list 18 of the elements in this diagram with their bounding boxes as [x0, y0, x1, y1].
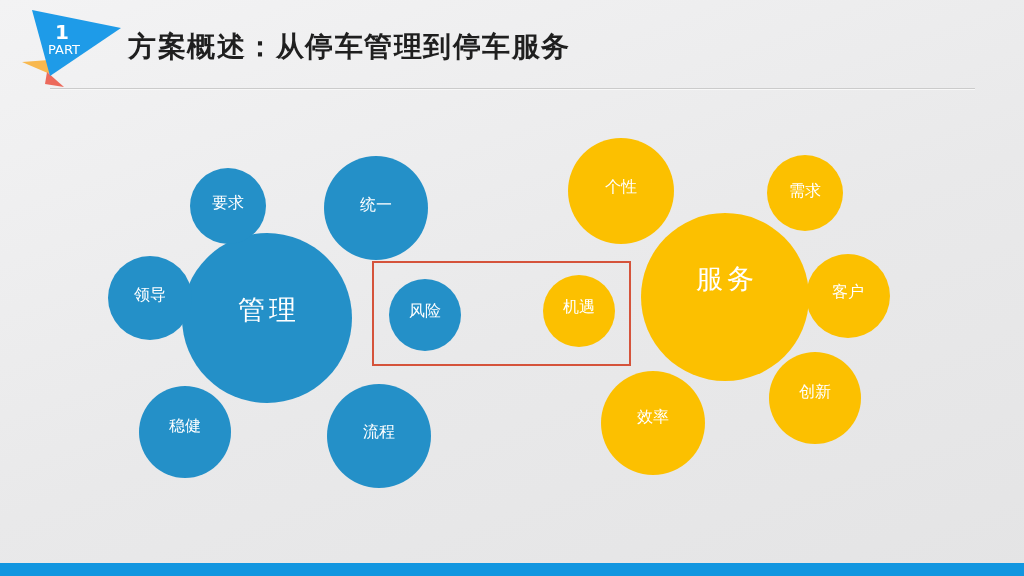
concept-label: 客户 [832, 283, 864, 301]
part-number: 1 [54, 22, 70, 42]
concept-label: 需求 [789, 182, 821, 200]
concept-label: 领导 [134, 286, 166, 304]
slide-title: 方案概述：从停车管理到停车服务 [128, 29, 571, 65]
concept-label: 要求 [212, 194, 244, 212]
main-concept-label: 服务 [695, 264, 760, 294]
concept-label: 风险 [409, 302, 441, 320]
highlight-frame [372, 261, 631, 366]
main-concept-label: 管理 [237, 295, 302, 325]
concept-label: 流程 [363, 423, 395, 441]
concept-label: 机遇 [563, 298, 595, 316]
concept-label: 个性 [605, 178, 637, 196]
concept-label: 创新 [799, 383, 831, 401]
part-label: PART [47, 43, 81, 57]
concept-label: 稳健 [169, 417, 201, 435]
concept-label: 统一 [360, 196, 392, 214]
concept-label: 效率 [637, 408, 669, 426]
